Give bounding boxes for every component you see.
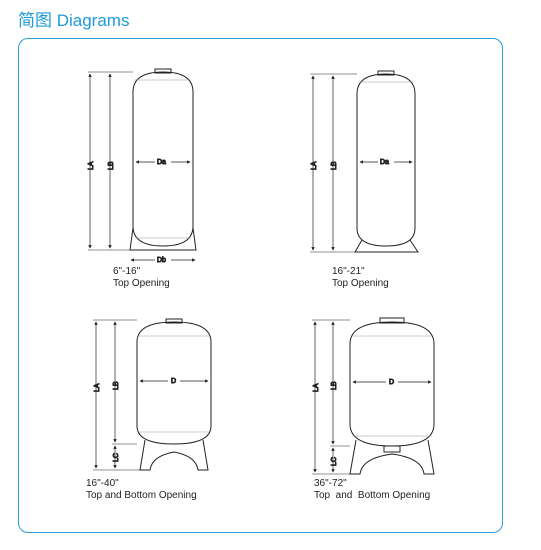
bottom-opening xyxy=(383,445,401,453)
vessel-body xyxy=(349,321,435,447)
dim-label-da: Da xyxy=(380,159,389,166)
page-title: 简图 Diagrams xyxy=(18,11,130,30)
caption-opening-3: Top and Bottom Opening xyxy=(86,490,197,501)
dim-label-lb: LB xyxy=(331,161,338,170)
top-opening xyxy=(165,318,183,324)
top-opening xyxy=(379,317,405,324)
dim-label-da: Da xyxy=(157,159,166,166)
caption-size-4: 36"-72" xyxy=(314,478,347,489)
dim-label-lb: LB xyxy=(108,161,115,170)
caption-size-2: 16"-21" xyxy=(332,266,365,277)
vessel-diagram-2: Da LA LB xyxy=(310,70,419,253)
dim-label-d: D xyxy=(171,378,176,385)
dim-label-lb: LB xyxy=(113,381,120,390)
base-legs xyxy=(349,439,435,475)
caption-size-3: 16"-40" xyxy=(86,478,119,489)
dim-label-la: LA xyxy=(88,161,95,170)
base-stand xyxy=(129,227,197,251)
vessel-body xyxy=(132,71,194,247)
dim-label-lc: LC xyxy=(331,457,338,466)
caption-opening-2: Top Opening xyxy=(332,278,389,289)
dim-label-la: LA xyxy=(313,383,320,392)
dim-label-db: Db xyxy=(157,257,166,264)
vessel-body xyxy=(356,73,416,247)
vessel-diagram-1: Da Db LA LB xyxy=(88,68,197,265)
caption-opening-1: Top Opening xyxy=(113,278,170,289)
dim-label-la: LA xyxy=(311,161,318,170)
caption-size-1: 6"-16" xyxy=(113,266,141,277)
dim-label-lc: LC xyxy=(113,453,120,462)
base-legs xyxy=(139,439,209,471)
top-opening xyxy=(154,68,172,74)
vessel-diagram-3: D LA LB LC xyxy=(93,318,212,471)
vessel-diagram-4: D LA LB LC xyxy=(312,317,435,475)
caption-opening-4: Top and Bottom Opening xyxy=(314,490,431,501)
top-opening xyxy=(377,70,395,76)
dim-label-lb: LB xyxy=(331,381,338,390)
diagram-frame xyxy=(18,38,503,533)
dim-label-d: D xyxy=(389,379,394,386)
base-skirt xyxy=(354,239,419,253)
vessel-body xyxy=(136,321,212,445)
dim-label-la: LA xyxy=(94,383,101,392)
